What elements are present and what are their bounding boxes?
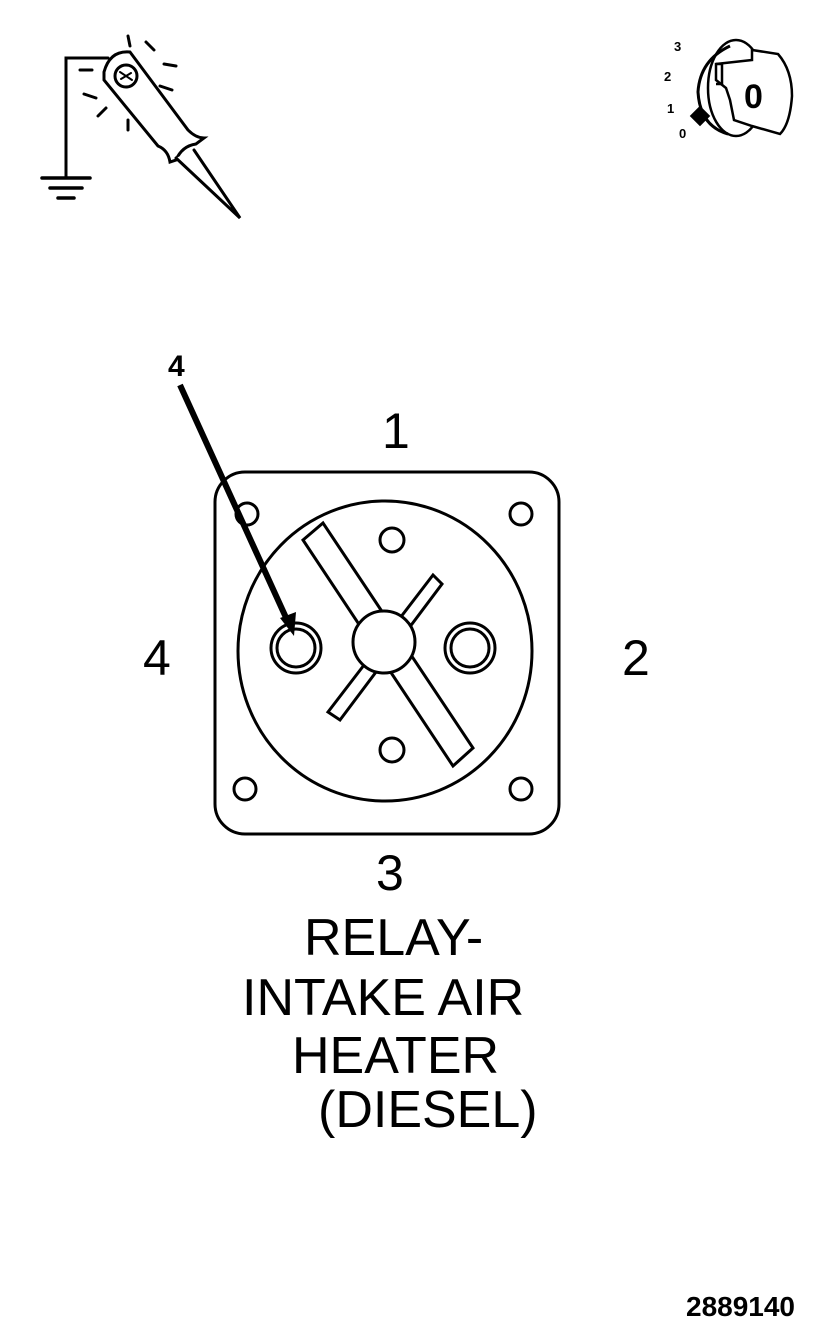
small-terminal xyxy=(378,526,406,554)
key-position-2: 2 xyxy=(664,69,672,84)
callout-number: 4 xyxy=(168,350,185,383)
callout-arrow xyxy=(177,383,296,636)
key-position-1: 1 xyxy=(667,101,675,116)
mounting-hole xyxy=(232,776,258,802)
reference-number: 2889140 xyxy=(686,1291,796,1322)
title-line-3: HEATER xyxy=(292,1027,500,1085)
mounting-hole xyxy=(508,501,534,527)
key-position-3: 3 xyxy=(674,39,682,54)
pin-label-left: 4 xyxy=(143,630,171,686)
title-line-4: (DIESEL) xyxy=(318,1081,538,1139)
pin-label-bottom: 3 xyxy=(376,845,404,901)
center-terminal xyxy=(351,609,417,675)
key-position-0: 0 xyxy=(679,126,687,141)
ignition-key-icon xyxy=(689,38,794,138)
mounting-hole xyxy=(508,776,534,802)
title-line-2: INTAKE AIR xyxy=(242,969,525,1027)
pin-label-right: 2 xyxy=(622,630,650,686)
small-terminal xyxy=(378,736,406,764)
title-line-1: RELAY- xyxy=(304,909,484,967)
test-light-probe-icon xyxy=(40,34,242,220)
pin-label-top: 1 xyxy=(382,403,410,459)
relay-socket xyxy=(213,470,561,836)
key-letter: 0 xyxy=(744,78,763,116)
